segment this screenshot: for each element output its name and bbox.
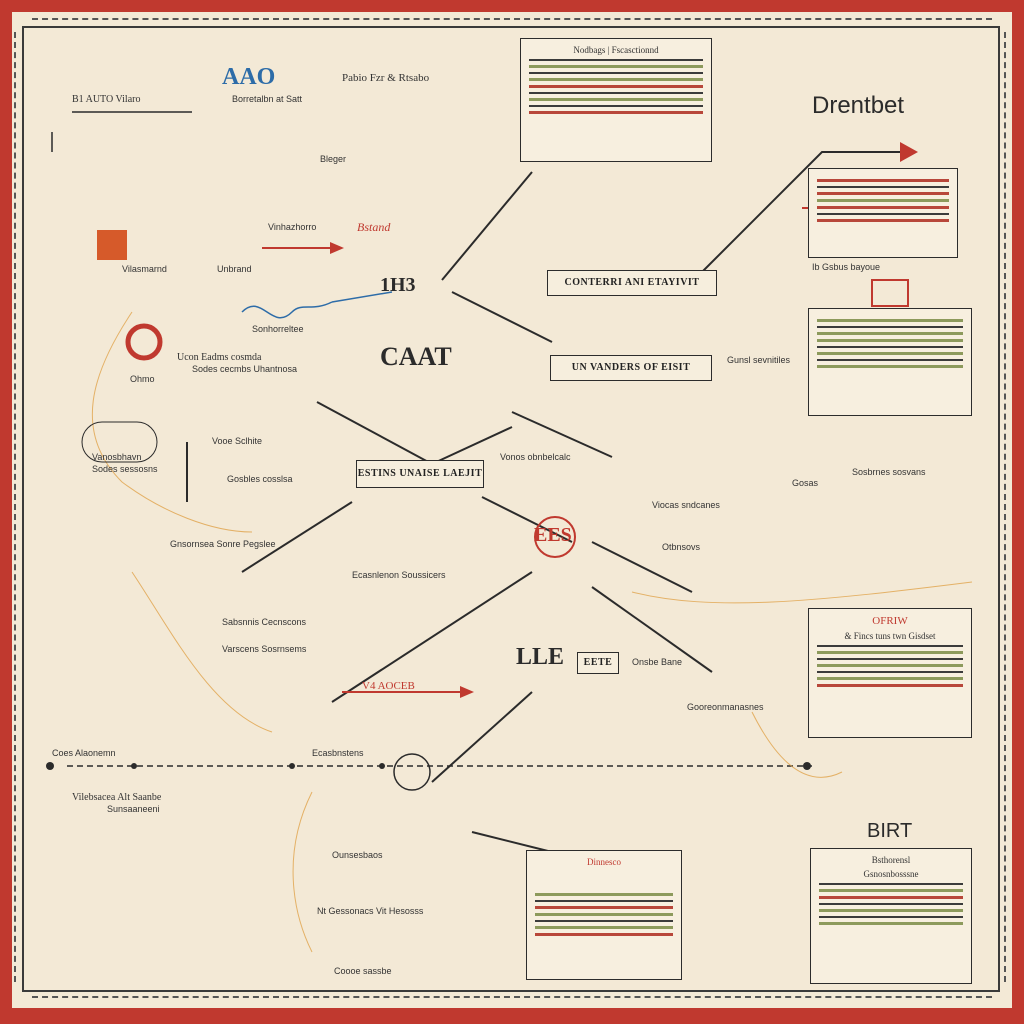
edge-hub-right [591, 541, 693, 593]
bottom-left-title: Vilebsacea Alt Saanbe [72, 792, 162, 803]
edge-hub-to-right [451, 291, 553, 343]
left-ruler [14, 32, 20, 982]
hub-mid: CAAT [380, 342, 452, 371]
edge-hub-down-right [591, 586, 713, 673]
bottom-right-title: Bsthorensl [871, 855, 911, 865]
timeline-left: Coes Alaonemn [52, 748, 116, 758]
box-right-top: CONTERRI ANI ETAYIVIT [547, 270, 717, 296]
right-card-title: OFRIW [872, 615, 908, 627]
top-center-label: Pabio Fzr & Rtsabo [342, 72, 430, 84]
edge-lle-down [431, 691, 533, 783]
edge-to-right-mid [511, 411, 613, 458]
inner-border [22, 26, 1000, 992]
right-row-label: Sosbrnes sosvans [852, 467, 926, 477]
edge-left-branch [241, 501, 353, 573]
hub-ring [534, 516, 576, 558]
lower-center-label: Varscens Sosrnsems [222, 644, 307, 654]
poster-title: Drentbet [812, 92, 905, 119]
bottom-ruler [32, 996, 992, 1002]
bottom-center-top: Ounsesbaos [332, 850, 383, 860]
left-orange-label: Vilasmarnd [122, 264, 167, 274]
right-card-sub: & Fincs tuns twn Gisdset [844, 631, 936, 641]
hub-low: LLE [516, 644, 565, 670]
right-mid-label: Viocas sndcanes [652, 500, 720, 510]
edge-to-right-arrow [701, 151, 902, 273]
right-card: OFRIW & Fincs tuns twn Gisdset [808, 608, 972, 738]
connector-lines [46, 111, 973, 953]
far-left-label: Vanosbhavn [92, 452, 142, 462]
ohmo-label: Ohmo [130, 374, 155, 384]
poster: Drentbet BIRT AAO B1 AUTO Vilaro Pabio F… [12, 12, 1012, 1008]
red-ring [125, 323, 163, 361]
red-cluster-label: Bstand [357, 220, 391, 234]
right-low-label: Gooreonmanasnes [687, 702, 764, 712]
edge-bottom-center [471, 831, 553, 853]
bottom-center-panel: Dinnesco [526, 850, 682, 980]
mid-left-sub: Sabsnnis Cecnscons [222, 617, 307, 627]
mid-left-label: Gnsornsea Sonre Pegslee [170, 539, 276, 549]
right-top-panel [808, 168, 958, 258]
cable-label: Onsbe Bane [632, 657, 683, 667]
edge-cat-left [316, 401, 433, 465]
right-edge-label: Gosas [792, 478, 819, 488]
left-info-1: Ucon Eadms cosmda [177, 352, 262, 363]
bottom-center-sub: Nt Gessonacs Vit Hesosss [317, 906, 424, 916]
orange-square [97, 230, 127, 260]
bottom-right-panel: Bsthorensl Gsnosnbosssne [810, 848, 972, 984]
center-low-label: Ecasnlenon Soussicers [352, 570, 446, 580]
top-left-label: B1 AUTO Vilaro [72, 94, 141, 105]
cross-label: Vonos obnbelcalc [500, 452, 571, 462]
top-panel-header-right: Fscasctionnd [611, 45, 659, 55]
right-small-label: Ib Gsbus bayoue [812, 262, 881, 272]
timeline-mid: Ecasbnstens [312, 748, 364, 758]
left-person-label: Vinhazhorro [268, 222, 317, 232]
box-right-mid: UN VANDERS OF EISIT [550, 355, 712, 381]
right-mid-sub: Otbnsovs [662, 542, 701, 552]
top-sub-label: Borretalbn at Satt [232, 94, 303, 104]
top-panel: Nodbags | Fscasctionnd [520, 38, 712, 162]
box-center: ESTINS UNAISE LAEJIT [356, 460, 484, 488]
top-ruler [32, 18, 992, 24]
bottom-center-foot: Coooe sassbe [334, 966, 392, 976]
bottom-left-sub: Sunsaaneeni [107, 804, 160, 814]
arrow-label: V4 AOCEB [362, 680, 415, 692]
far-left-sub: Sodes sessosns [92, 464, 158, 474]
box-low-tag: EETE [577, 652, 619, 674]
branch-2: Gosbles cosslsa [227, 474, 293, 484]
edge-cat-right [431, 426, 513, 465]
hub-center: EES [534, 524, 572, 546]
edge-center-to-hub [481, 496, 573, 543]
branch-1: Vooe Sclhite [212, 436, 263, 446]
red-arrow-head [900, 142, 918, 162]
wave-label: Sonhorreltee [252, 324, 304, 334]
left-info-2: Sodes cecmbs Uhantnosa [192, 364, 298, 374]
logo-text: AAO [222, 64, 276, 90]
top-panel-header-left: Nodbags [573, 45, 606, 55]
corner-label: BIRT [867, 820, 913, 842]
right-ruler [1004, 32, 1010, 982]
bleger-label: Bleger [320, 154, 347, 164]
left-person-sub: Unbrand [217, 264, 252, 274]
edge-hub-down-left [331, 571, 533, 703]
cross-sub: Gunsl sevnitiles [727, 355, 791, 365]
edge-hub-to-top-panel [441, 171, 533, 281]
hub-top: 1H3 [380, 274, 416, 296]
bottom-right-sub: Gsnosnbosssne [863, 869, 919, 879]
bottom-panel-title: Dinnesco [587, 857, 621, 867]
right-mid-panel [808, 308, 972, 416]
